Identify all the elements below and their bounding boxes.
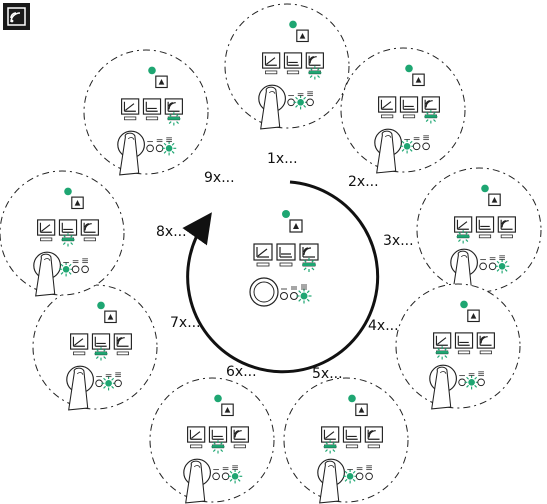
flat-mode-icon [455,333,472,348]
status-led-icon [282,210,290,218]
curve-mode-icon [71,334,88,349]
wireless-mode-icon [365,427,382,442]
step-circle-7 [33,285,157,410]
up-arrow-button [290,220,302,232]
flat-mode-icon [284,53,301,68]
status-led-icon [405,65,413,73]
wireless-mode-icon [306,53,323,68]
curve-mode-icon [38,220,55,235]
step-circle-9 [84,50,208,175]
up-arrow-button [489,194,500,205]
wireless-mode-icon [231,427,248,442]
curve-mode-icon [434,333,451,348]
status-led-icon [64,188,72,196]
press-label-9: 9x... [204,170,235,186]
curve-mode-icon [254,244,272,260]
status-led-icon [481,185,489,193]
curve-mode-icon [455,217,472,232]
press-labels: 1x... 2x... 3x... 4x... 5x... 6x... 7x..… [156,151,414,382]
status-led-icon [97,302,105,310]
press-label-8: 8x... [156,224,187,240]
step-circle-6 [150,378,274,503]
press-label-3: 3x... [383,233,414,249]
status-led-icon [214,395,222,403]
status-led-icon [148,67,156,75]
curve-mode-icon [322,427,339,442]
up-arrow-button [156,76,167,87]
press-label-7: 7x... [170,315,201,331]
wireless-mode-icon [422,97,439,112]
curve-mode-icon [188,427,205,442]
flat-mode-icon [277,244,295,260]
cycle-arrow [188,182,378,372]
up-arrow-button [297,30,308,41]
wireless-mode-icon [300,244,318,260]
up-arrow-button [222,404,233,415]
wireless-mode-icon [114,334,131,349]
flat-mode-icon [209,427,226,442]
status-led-icon [460,301,468,309]
flat-mode-icon [143,99,160,114]
flat-mode-icon [92,334,109,349]
status-led-icon [289,21,297,29]
step-circle-3 [417,168,541,293]
up-arrow-button [72,197,83,208]
curve-mode-icon [122,99,139,114]
wireless-mode-icon [498,217,515,232]
up-arrow-button [105,311,116,322]
up-arrow-button [468,310,479,321]
wireless-mode-icon [81,220,98,235]
curve-mode-icon [263,53,280,68]
press-label-5: 5x... [312,366,343,382]
up-arrow-button [356,404,367,415]
step-circle-5 [284,378,408,503]
flat-mode-icon [59,220,76,235]
press-label-1: 1x... [267,151,298,167]
up-arrow-button [413,74,424,85]
step-circle-8 [0,171,124,296]
flat-mode-icon [400,97,417,112]
press-label-6: 6x... [226,364,257,380]
status-led-icon [348,395,356,403]
led-indicators [281,285,312,304]
press-label-4: 4x... [368,318,399,334]
step-circle-1 [225,4,349,129]
flat-mode-icon [476,217,493,232]
step-circle-4 [396,284,520,409]
press-label-2: 2x... [348,174,379,190]
wireless-mode-icon [477,333,494,348]
step-circle-2 [341,48,465,173]
center-panel [188,182,378,372]
flat-mode-icon [343,427,360,442]
wireless-mode-icon [165,99,182,114]
wireless-mode-icon [3,3,30,30]
curve-mode-icon [379,97,396,112]
